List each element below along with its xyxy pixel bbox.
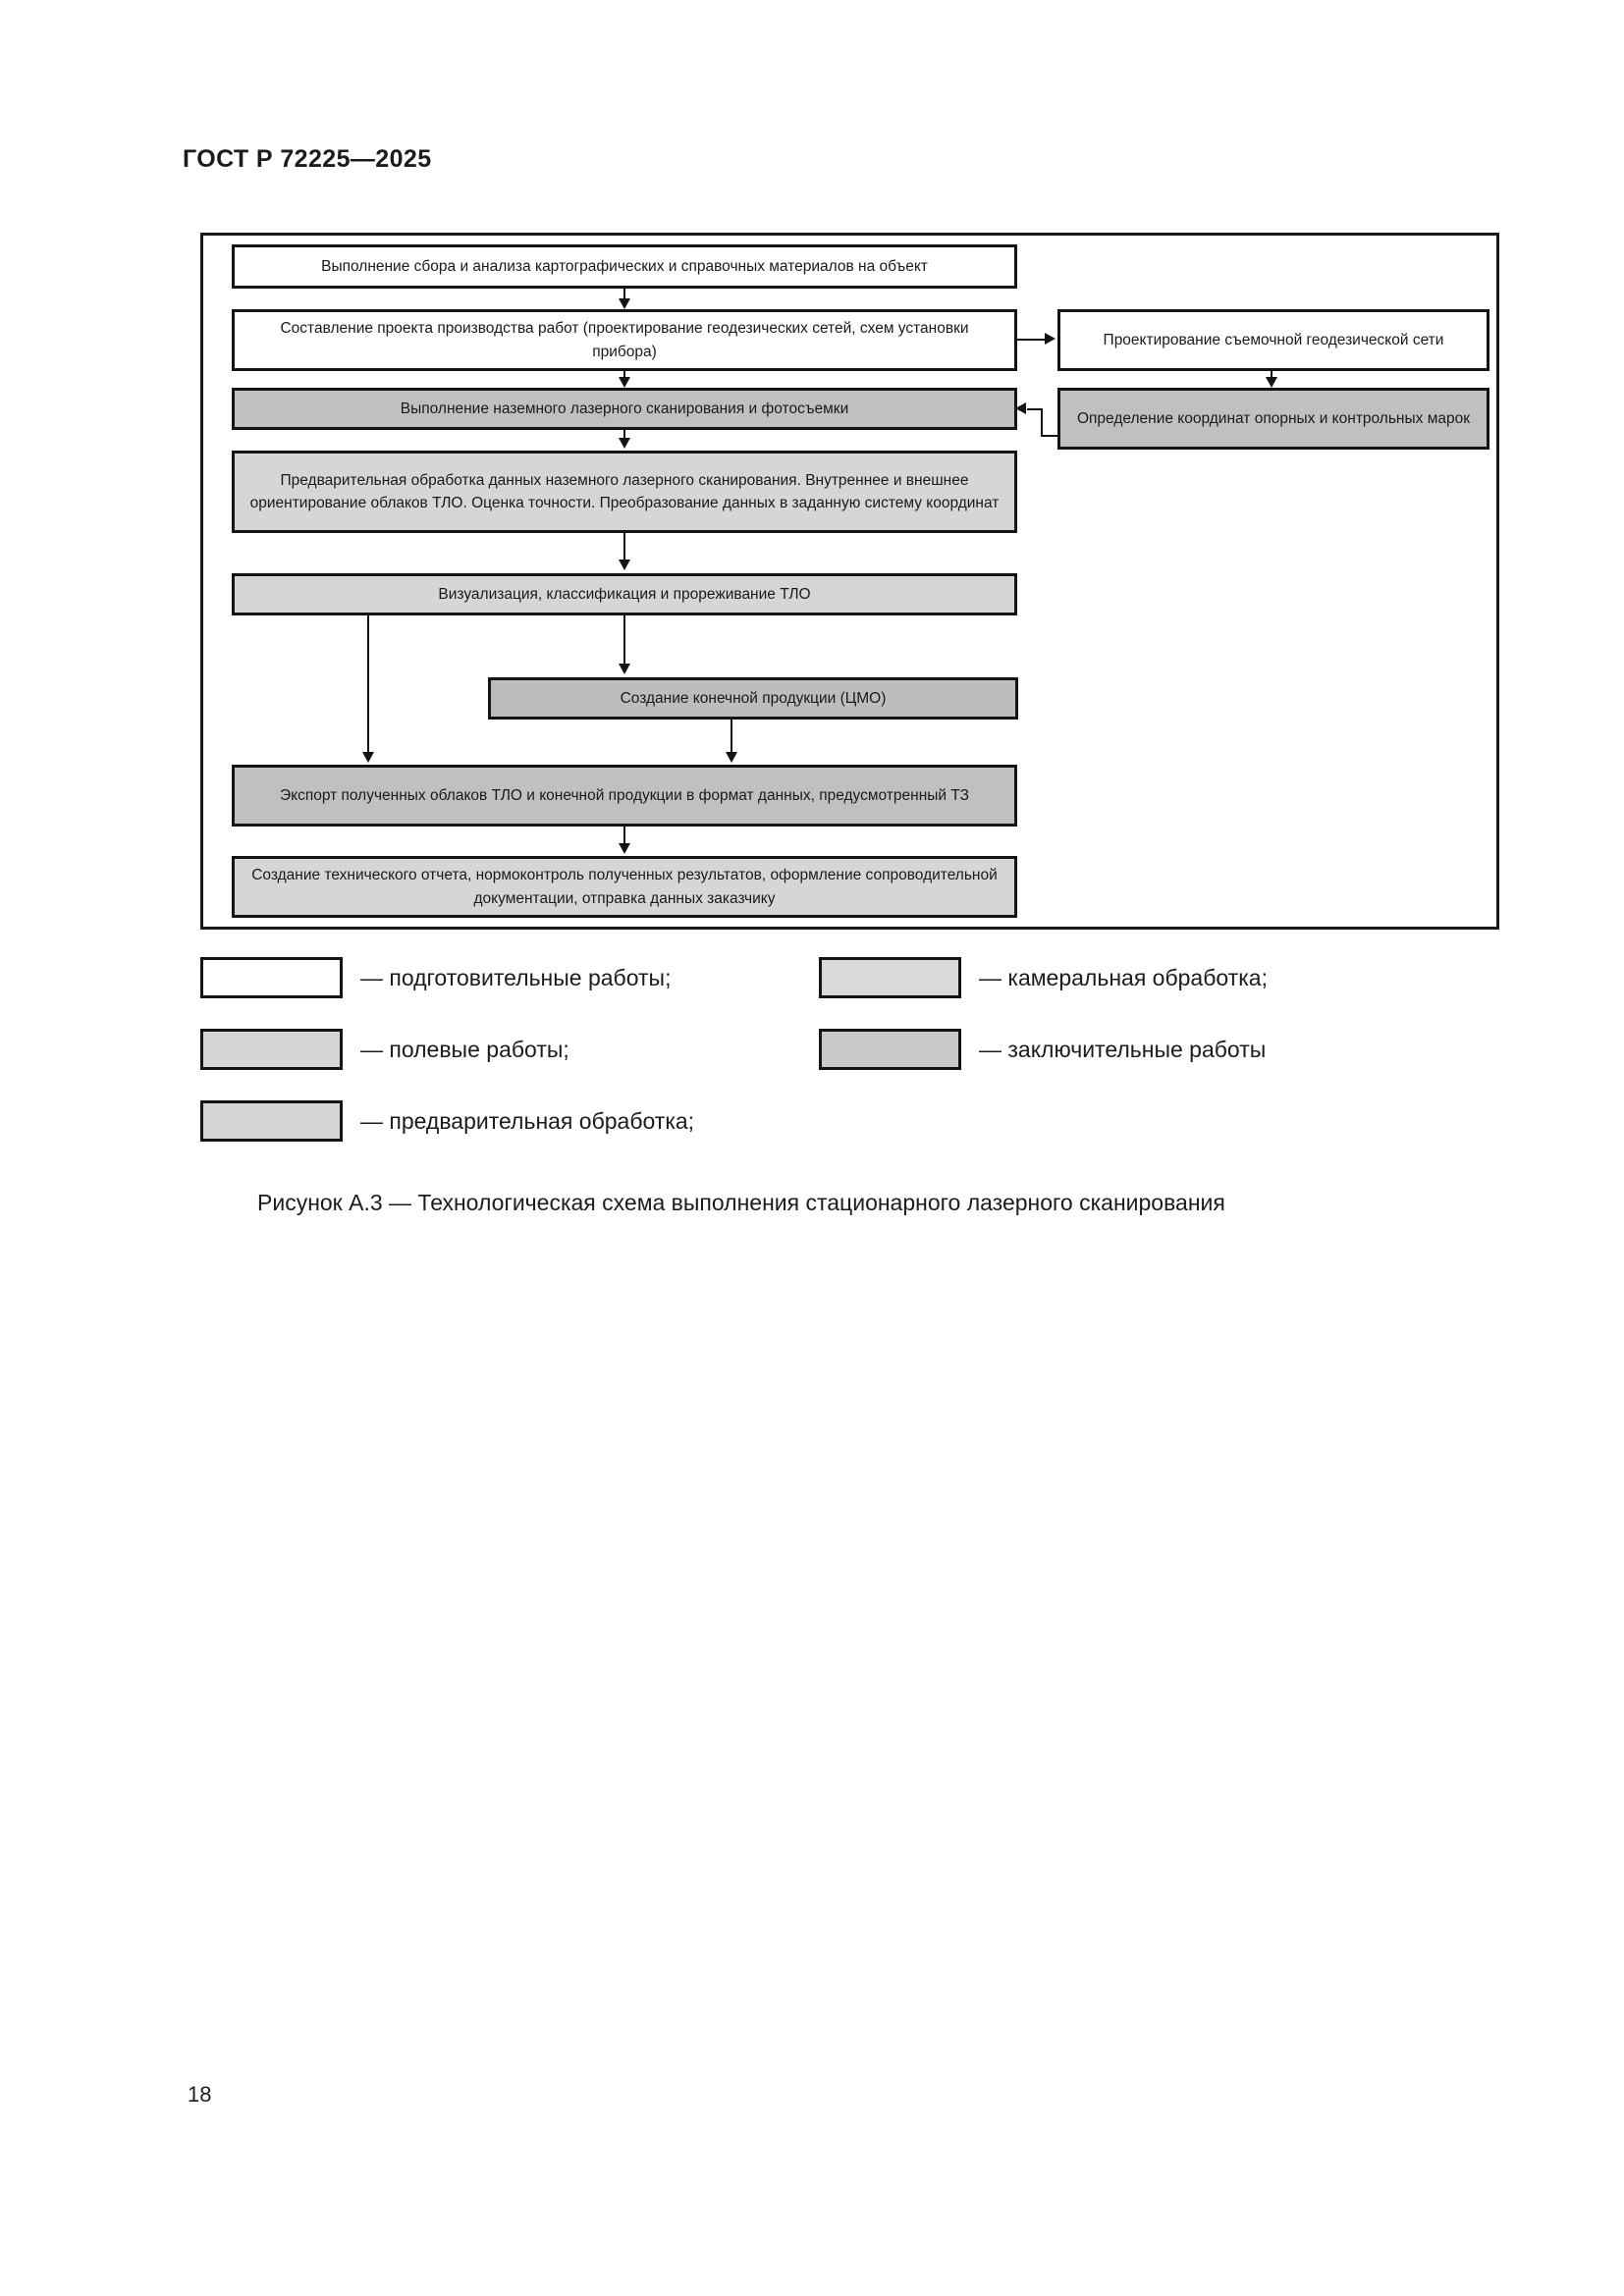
arrowhead-n4-n6 [619,438,630,449]
connector-n6-n7 [623,533,625,561]
page-number: 18 [188,2082,212,2107]
connector-n7-n8 [623,615,625,665]
connector-n2-n3 [1017,339,1047,341]
legend-swatch-field-works [200,1029,343,1070]
legend-label-field-works: — полевые работы; [360,1036,569,1062]
legend-item-field-works: — полевые работы; [200,1029,569,1070]
connector-n8-n9 [731,720,732,754]
arrowhead-n9-n10 [619,843,630,854]
flow-node-survey-geodetic-network-design: Проектирование съемочной геодезической с… [1057,309,1489,371]
arrowhead-n7-n8 [619,664,630,674]
legend-label-final-works: — заключительные работы [979,1036,1267,1062]
connector-n3-n5 [1271,371,1272,379]
connector-n1-n2 [623,289,625,302]
arrowhead-n1-n2 [619,298,630,309]
arrowhead-n5-n4 [1015,402,1026,414]
flow-node-export-point-clouds: Экспорт полученных облаков ТЛО и конечно… [232,765,1017,827]
arrowhead-n2-n4 [619,377,630,388]
arrowhead-n2-n3 [1045,333,1056,345]
arrowhead-n8-n9 [726,752,737,763]
legend-label-preparatory: — подготовительные работы; [360,964,672,990]
legend-swatch-final-works [819,1029,961,1070]
legend-label-office-processing: — камеральная обработка; [979,964,1268,990]
legend-item-preliminary-processing: — предварительная обработка; [200,1100,694,1142]
connector-n9-n10 [623,827,625,845]
connector-n5-n4-vertical [1041,409,1043,437]
flow-node-laser-scanning-photography: Выполнение наземного лазерного сканирова… [232,388,1017,430]
legend-swatch-preliminary-processing [200,1100,343,1142]
flow-node-preliminary-processing: Предварительная обработка данных наземно… [232,451,1017,533]
connector-n7-n9-bypass [367,615,369,753]
flow-node-final-product-creation: Создание конечной продукции (ЦМО) [488,677,1018,720]
legend-item-office-processing: — камеральная обработка; [819,957,1268,998]
arrowhead-n3-n5 [1266,377,1277,388]
arrowhead-n7-n9 [362,752,374,763]
legend-label-preliminary-processing: — предварительная обработка; [360,1107,695,1134]
legend-swatch-office-processing [819,957,961,998]
flow-node-visualization-classification: Визуализация, классификация и прореживан… [232,573,1017,615]
figure-caption: Рисунок А.3 — Технологическая схема выпо… [257,1190,1225,1215]
legend-item-final-works: — заключительные работы [819,1029,1266,1070]
connector-n5-n4-lower [1041,435,1058,437]
flow-node-technical-report: Создание технического отчета, нормоконтр… [232,856,1017,918]
flow-node-control-marks-coordinates: Определение координат опорных и контроль… [1057,388,1489,450]
legend-item-preparatory: — подготовительные работы; [200,957,671,998]
flow-node-collection-analysis: Выполнение сбора и анализа картографичес… [232,244,1017,289]
flow-node-work-project: Составление проекта производства работ (… [232,309,1017,371]
legend-swatch-preparatory [200,957,343,998]
connector-n4-n6 [623,430,625,440]
connector-n5-n4-upper [1027,408,1043,410]
document-header-standard-number: ГОСТ Р 72225—2025 [183,145,432,173]
connector-n2-n4 [623,371,625,378]
arrowhead-n6-n7 [619,560,630,570]
